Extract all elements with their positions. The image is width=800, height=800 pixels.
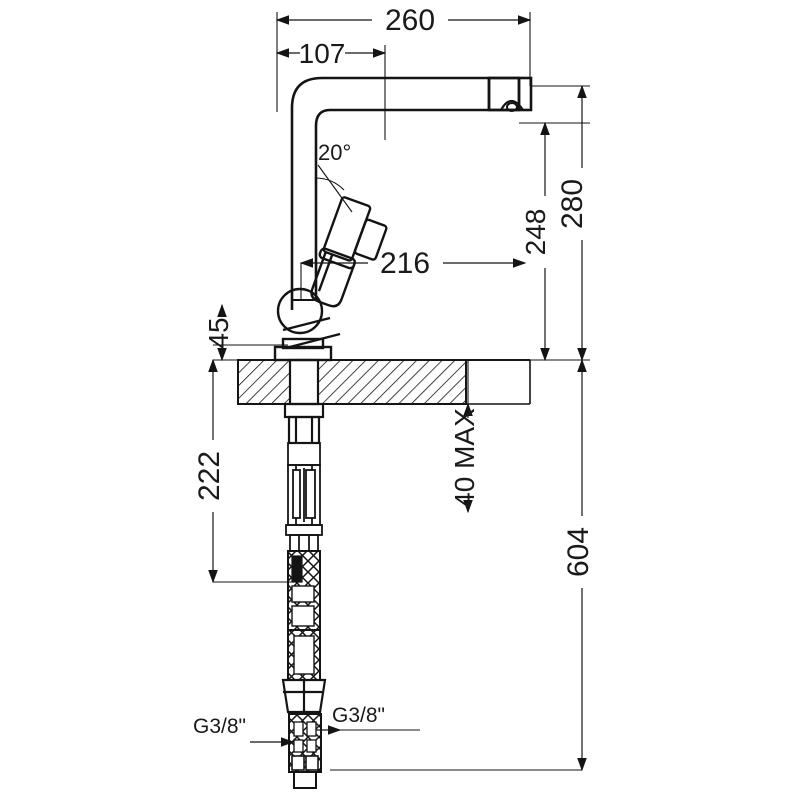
label-45: 45 — [203, 317, 234, 348]
inlet-connectors — [288, 713, 322, 789]
label-107: 107 — [299, 38, 346, 69]
valve-cartridge-section — [285, 442, 323, 552]
label-216: 216 — [380, 247, 430, 280]
label-248: 248 — [520, 209, 551, 256]
dimension-lines — [208, 15, 587, 772]
mounting-shank — [283, 358, 325, 445]
countertop-section — [237, 359, 531, 405]
label-thread-left: G3/8" — [193, 715, 246, 738]
dimension-labels: 260 107 20° 216 248 280 45 222 40 MAX 60… — [193, 4, 595, 738]
label-260: 260 — [385, 4, 435, 37]
faucet-base-escutcheon — [273, 337, 333, 362]
label-20-degrees: 20° — [318, 140, 351, 165]
label-40-max: 40 MAX — [449, 408, 480, 508]
hose-coupler — [281, 678, 327, 714]
label-604: 604 — [562, 527, 595, 577]
lever-handle — [276, 196, 388, 350]
label-280: 280 — [556, 179, 589, 229]
braided-hose — [287, 550, 321, 681]
label-thread-right: G3/8" — [332, 704, 385, 727]
spout-outlet-head — [487, 76, 533, 112]
label-222: 222 — [193, 451, 226, 501]
